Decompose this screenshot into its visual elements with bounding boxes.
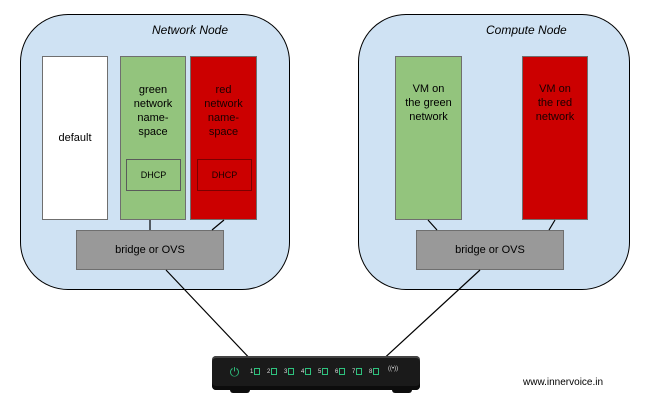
green-namespace: green network name- space DHCP (120, 56, 186, 220)
green-vm-label: VM on the green network (405, 83, 452, 123)
red-namespace-label: red network name- space (204, 84, 243, 138)
wire-red-ns (211, 219, 225, 231)
red-vm-label: VM on the red network (535, 83, 575, 123)
network-switch: ⏻ 1 2 3 4 5 6 7 8 ((•)) (212, 356, 420, 390)
green-dhcp: DHCP (126, 159, 181, 191)
red-namespace: red network name- space DHCP (190, 56, 257, 220)
switch-port: 3 (284, 368, 295, 377)
green-namespace-label: green network name- space (133, 84, 173, 138)
default-namespace: default (42, 56, 108, 220)
switch-port: 1 (250, 368, 261, 377)
wire-green-vm (427, 219, 438, 231)
compute-node-bridge: bridge or OVS (416, 230, 564, 270)
wire-network-to-switch (165, 269, 256, 365)
wifi-icon: ((•)) (388, 366, 399, 372)
switch-port: 7 (352, 368, 363, 377)
compute-node-title: Compute Node (486, 23, 567, 37)
switch-foot-right (392, 388, 412, 393)
switch-port: 6 (335, 368, 346, 377)
network-node-title: Network Node (152, 23, 229, 37)
power-icon: ⏻ (229, 365, 240, 379)
wire-red-vm (548, 219, 556, 231)
red-dhcp: DHCP (197, 159, 252, 191)
switch-port: 4 (301, 368, 312, 377)
credit-text: www.innervoice.in (523, 377, 604, 388)
switch-port: 5 (318, 368, 329, 377)
switch-port: 8 (369, 368, 380, 377)
default-namespace-label: default (58, 132, 92, 144)
network-node-bridge: bridge or OVS (76, 230, 224, 270)
switch-foot-left (230, 388, 250, 393)
wire-compute-to-switch (377, 269, 481, 365)
green-vm: VM on the green network (395, 56, 462, 220)
red-vm: VM on the red network (522, 56, 588, 220)
switch-port: 2 (267, 368, 278, 377)
